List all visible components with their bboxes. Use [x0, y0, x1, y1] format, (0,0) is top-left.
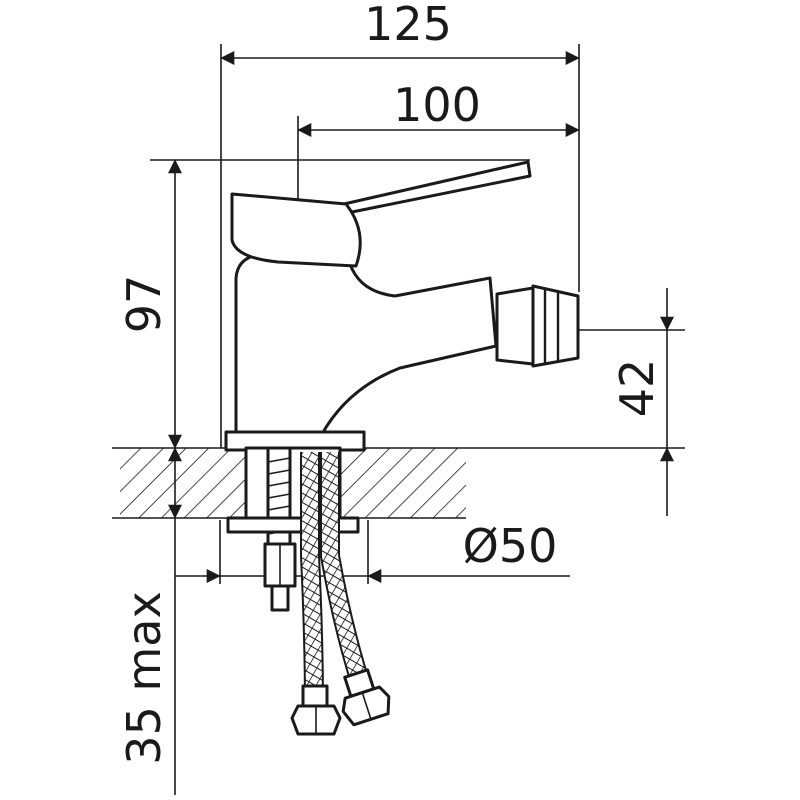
faucet-body	[224, 160, 580, 452]
hose-left-ferrule	[301, 684, 329, 708]
dimension-42-label: 42	[610, 359, 664, 418]
flexible-hoses	[290, 452, 391, 736]
extension-lines	[150, 44, 685, 584]
faucet-base-plate	[224, 430, 366, 452]
dimension-100: 100	[297, 78, 580, 137]
dimension-125: 125	[220, 0, 580, 65]
dimension-100-label: 100	[393, 78, 481, 132]
hose-left	[302, 452, 322, 709]
faucet-spout	[234, 252, 498, 436]
dimension-35-max-label: 35 max	[117, 591, 171, 764]
aerator-body	[495, 286, 535, 366]
dimension-35-max: 35 max	[117, 447, 182, 795]
lever-handle	[342, 160, 532, 214]
countertop-section	[112, 447, 685, 519]
aerator-ring	[531, 284, 580, 368]
cartridge-housing	[230, 192, 362, 268]
dimension-125-label: 125	[364, 0, 452, 51]
threaded-rod-end	[270, 584, 290, 612]
dimension-diameter-50-label: Ø50	[463, 519, 558, 573]
dimension-42: 42	[610, 288, 674, 516]
dimension-97-label: 97	[117, 275, 171, 334]
dimension-97: 97	[117, 159, 182, 449]
